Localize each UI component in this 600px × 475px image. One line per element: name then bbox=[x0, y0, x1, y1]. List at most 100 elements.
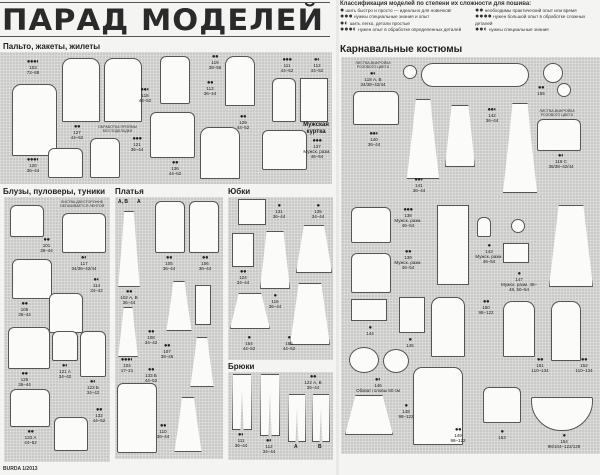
model-number: 155 bbox=[285, 341, 293, 346]
size-range: 44–52 bbox=[138, 98, 152, 103]
size-range: 36–44 bbox=[234, 443, 248, 448]
top-illustration bbox=[52, 331, 78, 361]
size-range: Мужск. разм. 46–54 bbox=[475, 254, 503, 264]
mens-shirt-illustration bbox=[351, 253, 391, 293]
size-range: 98–122 bbox=[398, 414, 414, 419]
jacket-illustration bbox=[90, 138, 120, 178]
difficulty-dots: ●●●◐ bbox=[26, 59, 40, 65]
size-range: 36–44 bbox=[306, 385, 320, 390]
size-range: Мужск. разм. 46–54 bbox=[394, 260, 422, 270]
model-number: 113 bbox=[206, 86, 214, 91]
size-range: 44–52 bbox=[168, 171, 182, 176]
page-gutter bbox=[336, 0, 339, 475]
model-number: 152 bbox=[580, 363, 588, 368]
pants-illustration bbox=[260, 374, 280, 436]
model-number: 143 bbox=[485, 249, 493, 254]
difficulty-dots: ●● bbox=[239, 114, 247, 120]
model-number: 154 bbox=[245, 341, 253, 346]
model-number: 144 bbox=[366, 331, 374, 336]
mens-jacket-illustration bbox=[351, 207, 391, 243]
difficulty-dots: ● bbox=[487, 243, 491, 249]
size-range: 36–44 bbox=[162, 266, 176, 271]
size-range: 98–122 bbox=[478, 310, 494, 315]
dress-illustration bbox=[155, 201, 185, 253]
difficulty-dots: ●◐ bbox=[61, 363, 69, 369]
difficulty-dots: ●● bbox=[73, 124, 81, 130]
pants-illustration bbox=[312, 394, 330, 442]
model-number: 105 bbox=[20, 307, 29, 312]
cardigan-illustration bbox=[104, 58, 142, 122]
tunic-illustration bbox=[345, 395, 393, 435]
note-text: Листва-выкройка розового цвета bbox=[355, 61, 391, 69]
dress-illustration bbox=[189, 201, 219, 253]
dress-illustration bbox=[166, 281, 192, 331]
model-number: 117 bbox=[80, 261, 88, 266]
model-number: 104 bbox=[123, 363, 131, 368]
size-range: 110–134 bbox=[531, 368, 549, 373]
size-range: 44–52 bbox=[280, 68, 294, 73]
legend-item: ● шить быстро и просто — идеально для но… bbox=[340, 6, 452, 14]
difficulty-dots: ●●● bbox=[282, 57, 292, 63]
model-number: 153 bbox=[498, 435, 506, 440]
difficulty-dots: ● bbox=[368, 325, 372, 331]
difficulty-dots: ●● bbox=[454, 427, 462, 433]
top-illustration bbox=[80, 331, 106, 377]
size-range: 36–44 bbox=[268, 304, 282, 309]
dress-illustration bbox=[190, 337, 214, 387]
peasant-blouse-illustration bbox=[353, 91, 399, 125]
dress-illustration bbox=[118, 307, 138, 357]
skirt-illustration bbox=[296, 225, 332, 273]
dress-illustration bbox=[117, 383, 157, 453]
size-range: 36–44 bbox=[198, 266, 212, 271]
model-number: 151 bbox=[536, 363, 544, 368]
complexity-legend: Классификация моделей по степени их слож… bbox=[340, 1, 600, 34]
size-range: 36–44 bbox=[40, 248, 53, 253]
difficulty-dots: ●● bbox=[201, 255, 209, 261]
difficulty-dots: ●● bbox=[21, 371, 28, 377]
difficulty-dots: ● bbox=[404, 403, 408, 409]
difficulty-dots: ●●●◐ bbox=[120, 357, 134, 363]
difficulty-dots: ●● bbox=[147, 329, 155, 335]
model-number: 121 А bbox=[59, 369, 71, 374]
size-range: Обхват головы 50 см bbox=[356, 388, 400, 393]
model-label: ●144 bbox=[359, 325, 381, 336]
model-number: 141 bbox=[415, 183, 423, 188]
blouse-illustration bbox=[12, 259, 52, 299]
bolero-illustration bbox=[48, 148, 83, 178]
title-rule bbox=[0, 36, 330, 37]
top-rule bbox=[0, 2, 330, 3]
blouse-illustration bbox=[10, 205, 44, 237]
size-range: 34/38–42/44 bbox=[360, 82, 386, 87]
cape-illustration bbox=[549, 205, 593, 287]
coat-illustration bbox=[12, 84, 57, 156]
model-number: 107 bbox=[163, 349, 171, 354]
model-number: 118 С bbox=[555, 159, 567, 164]
blouse-illustration bbox=[49, 293, 83, 333]
difficulty-dots: ●◐ bbox=[80, 255, 88, 261]
model-number: 145 bbox=[406, 343, 414, 348]
section-title-skirts: Юбки bbox=[228, 187, 251, 196]
skirt-illustration bbox=[238, 199, 266, 225]
difficulty-dots: ●◐ bbox=[313, 57, 321, 63]
caterpillar-costume-illustration bbox=[421, 63, 529, 87]
difficulty-dots: ●● bbox=[206, 80, 214, 86]
difficulty-dots: ●● bbox=[125, 289, 133, 295]
model-number: 105 bbox=[165, 261, 173, 266]
